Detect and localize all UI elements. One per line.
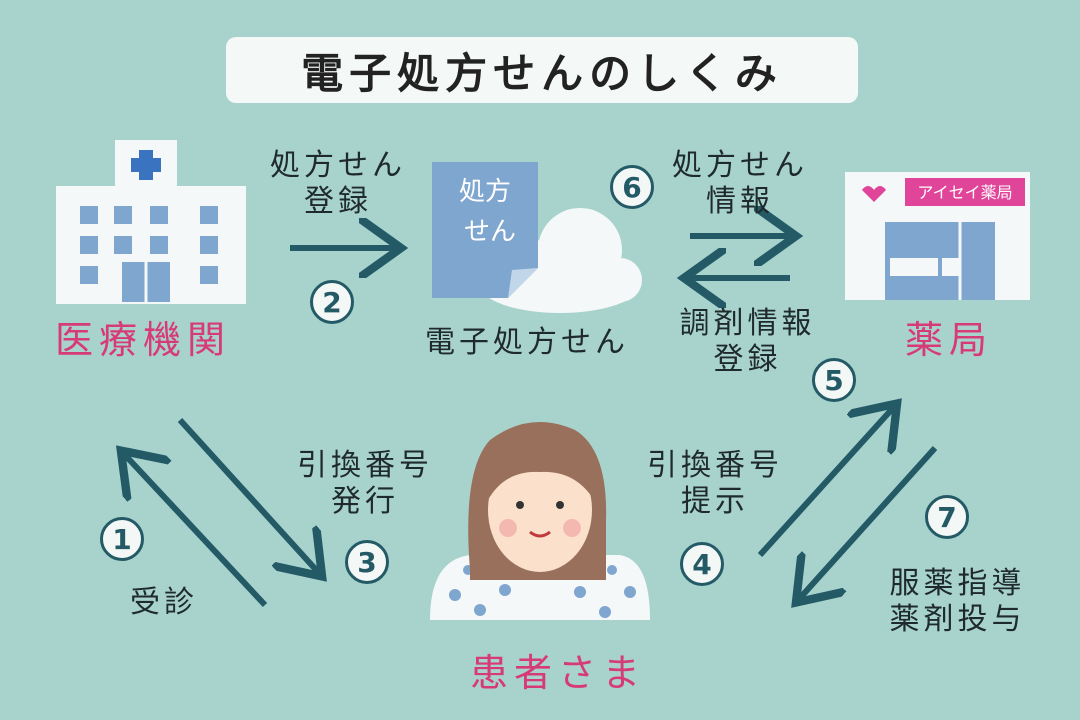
step-4-line2: 提示 [681,484,749,519]
step-1-label: 受診 [130,585,198,620]
step-1-number: 1 [100,517,144,561]
diagram-title: 電子処方せんのしくみ [226,37,858,103]
hospital-icon [56,140,246,304]
step-2-number: 2 [310,280,354,324]
arrow-step1 [125,455,268,608]
pharmacy-sign [905,178,1025,206]
step-6-line1: 処方せん [672,148,808,183]
arrow-step7 [800,445,938,598]
step-6-label: 処方せん 情報 [670,148,810,220]
step-4-number: 4 [680,542,724,586]
patient-label: 患者さま [470,651,647,695]
doc-text-line1: 処方 [459,177,511,207]
step-6-number: 6 [610,165,654,209]
step-5-line1: 調剤情報 [679,306,816,341]
step-7-line2: 薬剤投与 [889,602,1026,637]
step-2-line1: 処方せん [270,148,406,183]
step-6-line2: 情報 [706,184,774,219]
step-3-line2: 発行 [331,484,399,519]
step-5-number: 5 [812,358,856,402]
hospital-label: 医療機関 [55,318,232,362]
step-7-number: 7 [925,495,969,539]
step-3-number: 3 [345,540,389,584]
step-2-label: 処方せん 登録 [268,148,408,220]
pharmacy-label: 薬局 [905,318,994,362]
step-3-line1: 引換番号 [297,448,433,483]
arrow-step4 [757,408,893,558]
pharmacy-icon: アイセイ薬局 [845,172,1030,300]
step-7-label: 服薬指導 薬剤投与 [870,566,1045,638]
cloud-label: 電子処方せん [425,325,629,360]
step-4-line1: 引換番号 [647,448,783,483]
doc-text-line2: せん [464,217,516,247]
pharmacy-sign-text: アイセイ薬局 [917,183,1012,202]
patient-avatar [430,422,650,620]
heart-icon [862,186,886,202]
arrow-step3 [177,417,318,572]
step-5-label: 調剤情報 登録 [665,306,830,378]
step-5-line2: 登録 [713,342,782,377]
step-2-line2: 登録 [304,184,372,219]
step-4-label: 引換番号 提示 [640,448,790,520]
step-3-label: 引換番号 発行 [290,448,440,520]
prescription-document-icon: 処方 せん [432,162,538,298]
step-7-line1: 服薬指導 [889,566,1026,601]
